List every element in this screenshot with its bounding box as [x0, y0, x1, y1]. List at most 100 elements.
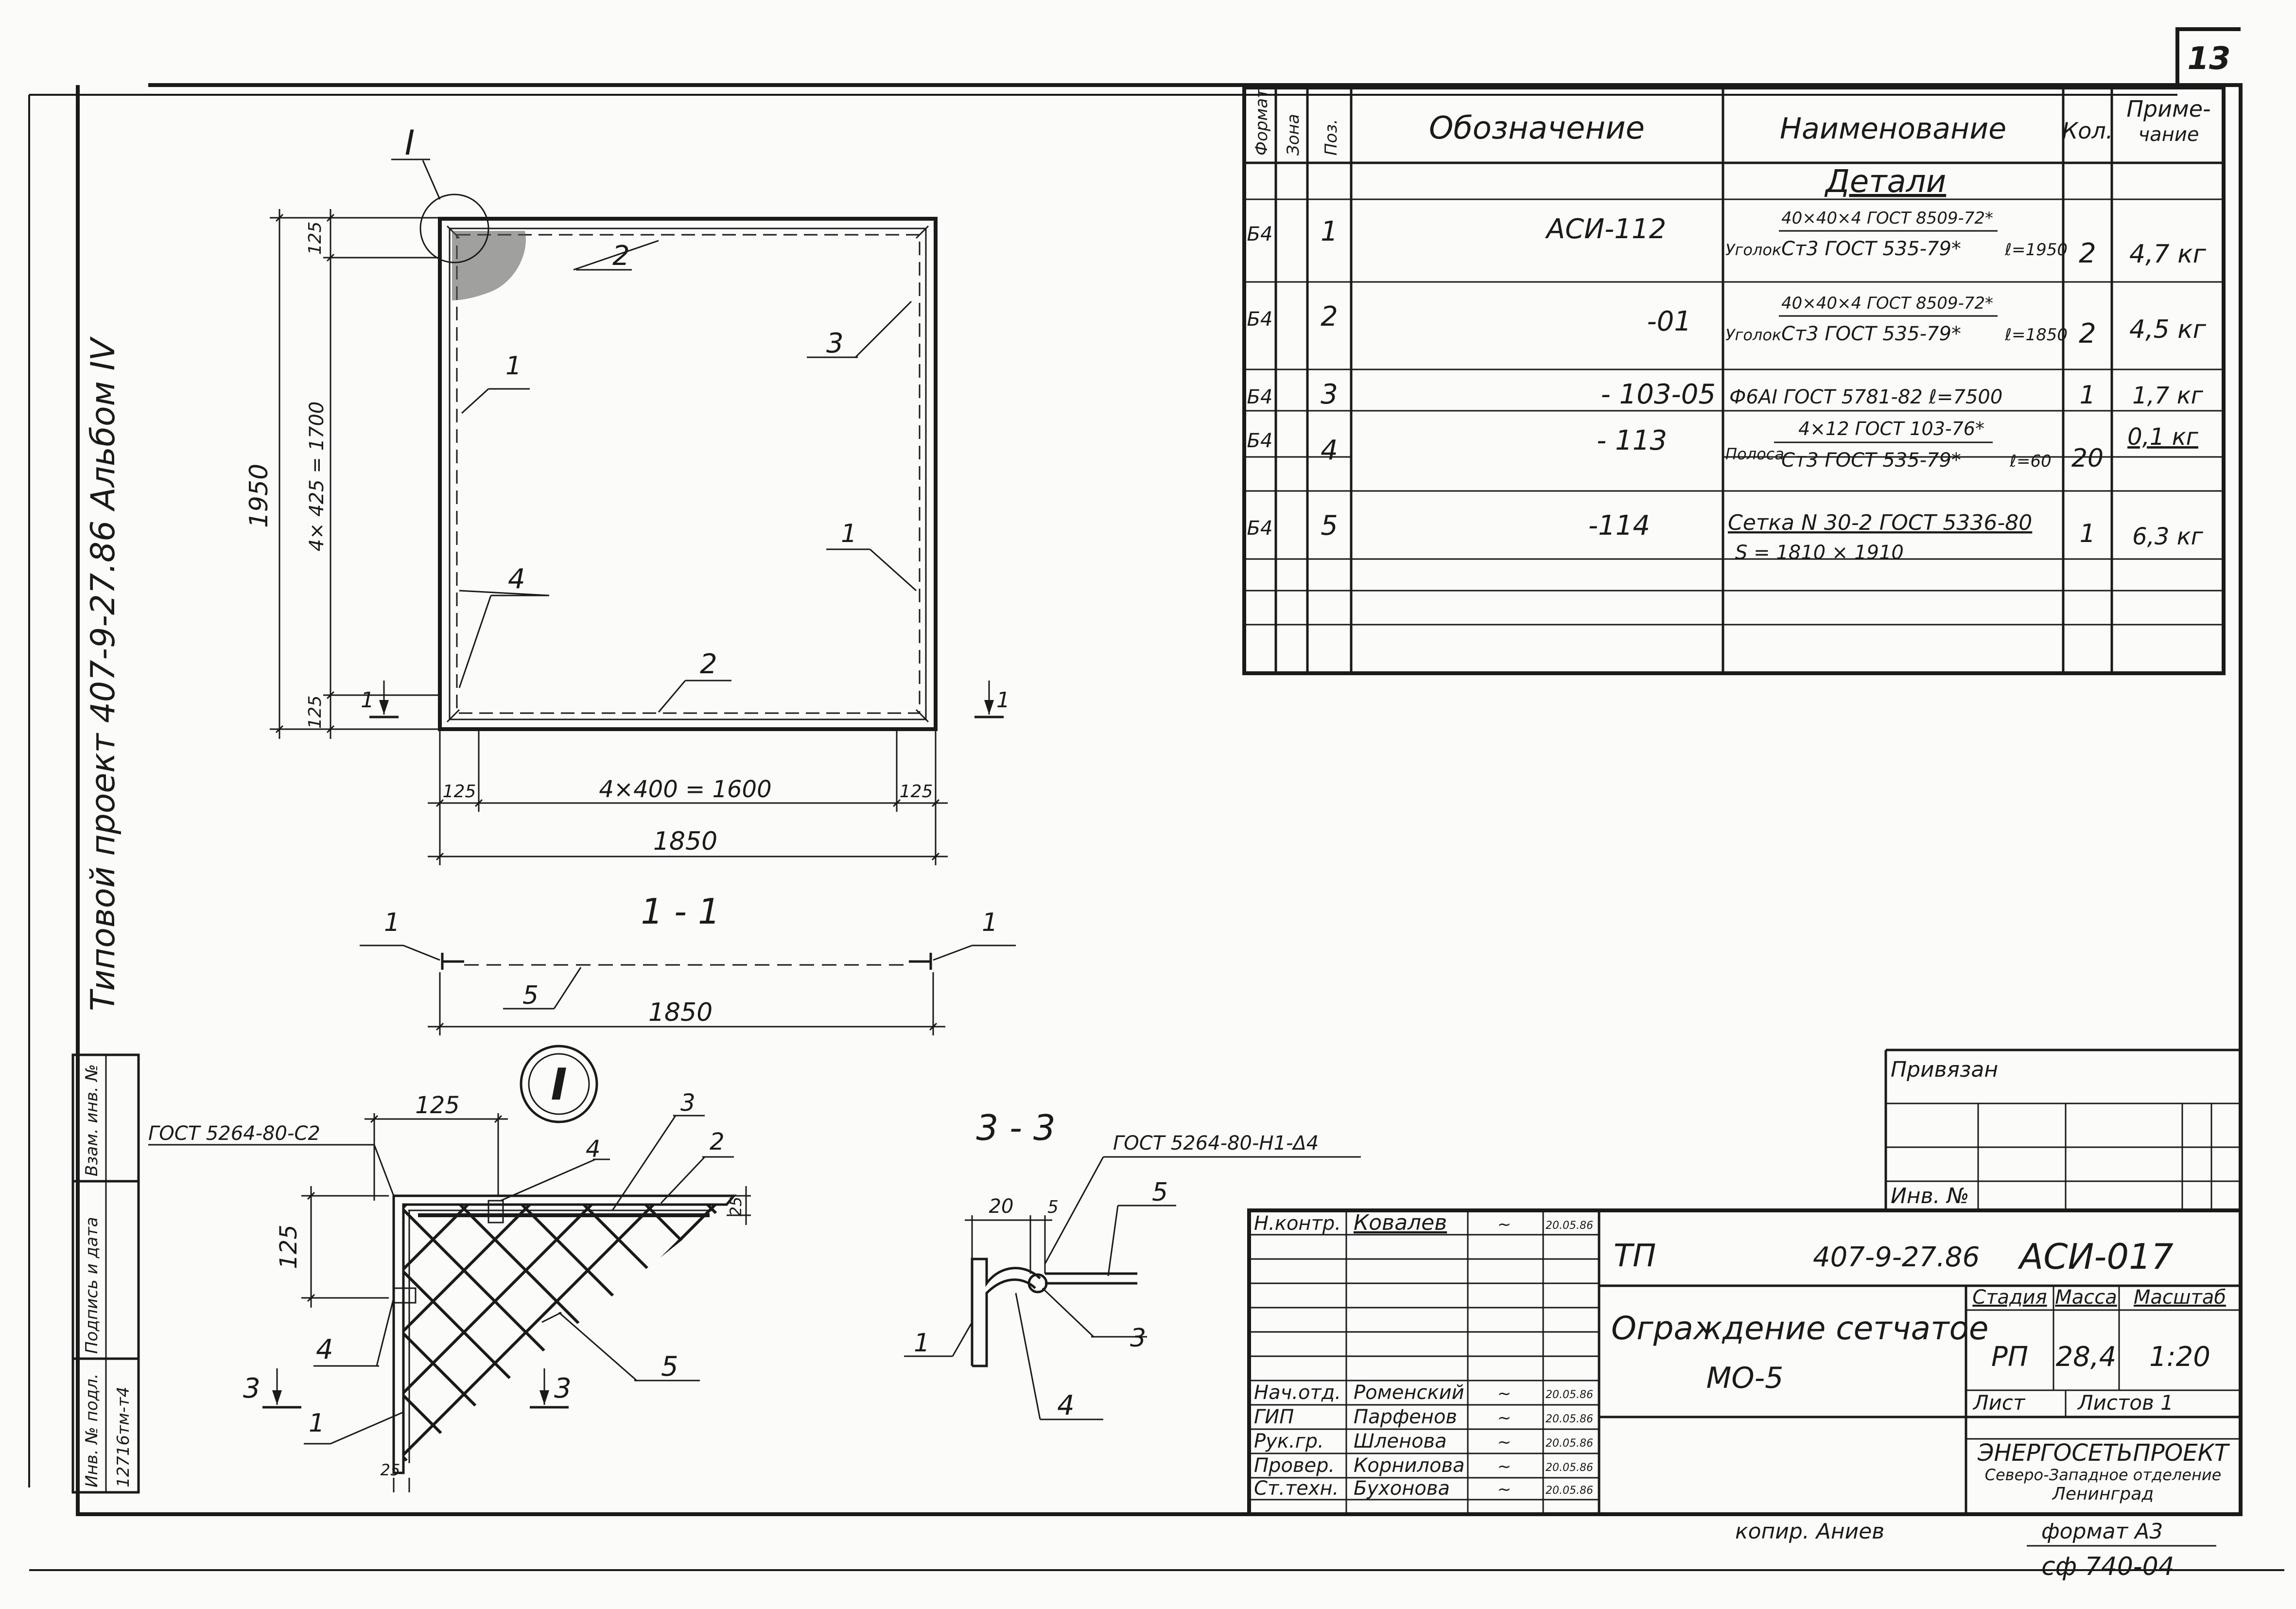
svg-text:1850: 1850 [648, 998, 713, 1027]
plan-view: I [391, 123, 938, 731]
sheet-number: 13 [2187, 41, 2230, 77]
svg-text:~: ~ [1497, 1480, 1512, 1499]
svg-text:4: 4 [316, 1334, 333, 1365]
svg-text:1: 1 [384, 908, 400, 937]
svg-text:4: 4 [1057, 1390, 1075, 1421]
svg-text:Взам. инв. №: Взам. инв. № [82, 1064, 102, 1176]
svg-text:- 103-05: - 103-05 [1601, 379, 1716, 410]
svg-text:Ковалев: Ковалев [1354, 1210, 1447, 1235]
svg-text:20.05.86: 20.05.86 [1546, 1413, 1593, 1425]
svg-text:Северо-Западное отделение: Северо-Западное отделение [1985, 1466, 2222, 1484]
drawing-subtitle: МО-5 [1706, 1361, 1784, 1395]
svg-text:1: 1 [914, 1329, 930, 1358]
header-qty: Кол. [2062, 118, 2113, 144]
signature-row: Нач.отд. Роменский ~ 20.05.86 [1254, 1382, 1593, 1404]
header-note-2: чание [2139, 123, 2199, 146]
drawing-title: Ограждение сетчатое [1611, 1310, 1989, 1347]
svg-text:ℓ=60: ℓ=60 [2009, 452, 2052, 471]
signature-row: Н.контр. Ковалев ~ 20.05.86 [1254, 1210, 1593, 1235]
svg-text:Провер.: Провер. [1254, 1454, 1335, 1477]
svg-text:4: 4 [1321, 435, 1338, 466]
svg-text:1: 1 [361, 688, 374, 713]
table-row: Б4 1 АСИ-112 Уголок 40×40×4 ГОСТ 8509-72… [1247, 209, 2207, 269]
svg-text:Ф6АI ГОСТ 5781-82 ℓ=7500: Ф6АI ГОСТ 5781-82 ℓ=7500 [1729, 386, 2002, 408]
signature-row: ГИП Парфенов ~ 20.05.86 [1254, 1406, 1593, 1428]
header-note-1: Приме- [2126, 96, 2210, 122]
organization: ЭНЕРГОСЕТЬПРОЕКТ [1977, 1439, 2230, 1467]
svg-text:Сетка N 30-2 ГОСТ 5336-80: Сетка N 30-2 ГОСТ 5336-80 [1728, 510, 2032, 535]
table-row: Б4 2 -01 Уголок 40×40×4 ГОСТ 8509-72* Ст… [1247, 294, 2207, 350]
svg-text:~: ~ [1497, 1433, 1512, 1452]
svg-text:20.05.86: 20.05.86 [1546, 1437, 1593, 1450]
svg-text:25: 25 [381, 1461, 400, 1479]
svg-text:4× 425 = 1700: 4× 425 = 1700 [306, 402, 328, 552]
header-designation: Обозначение [1429, 110, 1645, 146]
stage-value: РП [1991, 1341, 2028, 1373]
svg-text:~: ~ [1497, 1408, 1512, 1428]
copied-by: копир. Аниев [1735, 1519, 1884, 1544]
section-3-3-title: 3 - 3 [976, 1107, 1055, 1148]
svg-text:ℓ=1950: ℓ=1950 [2004, 240, 2068, 260]
svg-text:1950: 1950 [244, 464, 274, 528]
svg-text:Б4: Б4 [1247, 517, 1273, 540]
svg-text:1: 1 [2079, 519, 2095, 548]
svg-text:3: 3 [554, 1373, 572, 1404]
svg-text:3: 3 [680, 1089, 696, 1117]
svg-text:Б4: Б4 [1247, 223, 1273, 245]
svg-text:5: 5 [1321, 510, 1338, 542]
table-row: Б4 5 -114 Сетка N 30-2 ГОСТ 5336-80 S = … [1247, 510, 2204, 564]
svg-text:S = 1810 × 1910: S = 1810 × 1910 [1735, 542, 1904, 564]
svg-text:Рук.гр.: Рук.гр. [1254, 1430, 1324, 1452]
attached-label: Привязан [1891, 1057, 1998, 1082]
sheet-format: формат А3 [2041, 1519, 2163, 1544]
detail-I: I [392, 1045, 737, 1474]
svg-text:1: 1 [1321, 216, 1338, 247]
svg-text:Роменский: Роменский [1354, 1382, 1464, 1404]
svg-text:0,1 кг: 0,1 кг [2127, 423, 2199, 451]
table-row: Б4 4 - 113 Полоса 4×12 ГОСТ 103-76* Ст3 … [1247, 418, 2199, 473]
svg-text:- 113: - 113 [1597, 425, 1667, 456]
svg-text:АСИ-112: АСИ-112 [1545, 213, 1666, 245]
document-code: АСИ-017 [2018, 1236, 2174, 1277]
project-code: 407-9-27.86 [1813, 1242, 1980, 1273]
svg-text:Нач.отд.: Нач.отд. [1254, 1382, 1341, 1404]
svg-text:40×40×4 ГОСТ 8509-72*: 40×40×4 ГОСТ 8509-72* [1781, 209, 1993, 228]
svg-text:Ст3 ГОСТ 535-79*: Ст3 ГОСТ 535-79* [1781, 449, 1961, 472]
svg-text:20: 20 [989, 1195, 1014, 1218]
svg-text:3: 3 [243, 1373, 261, 1404]
svg-text:125: 125 [305, 222, 325, 255]
section-1-1: 1 - 1 1 1 5 1850 [360, 891, 1016, 1035]
svg-text:2: 2 [700, 648, 717, 680]
svg-text:Лист: Лист [1972, 1391, 2026, 1415]
svg-text:Н.контр.: Н.контр. [1254, 1212, 1341, 1235]
svg-text:-01: -01 [1647, 306, 1691, 337]
svg-text:4: 4 [586, 1136, 601, 1163]
plan-callouts: 2 3 1 1 4 2 [458, 240, 917, 713]
header-name: Наименование [1780, 112, 2006, 146]
svg-text:Бухонова: Бухонова [1354, 1477, 1450, 1500]
svg-text:ГИП: ГИП [1254, 1406, 1294, 1428]
svg-text:3: 3 [826, 328, 844, 359]
svg-text:Масштаб: Масштаб [2134, 1286, 2226, 1309]
svg-text:~: ~ [1497, 1384, 1512, 1403]
signature-row: Рук.гр. Шленова ~ 20.05.86 [1254, 1430, 1593, 1452]
detail-I-labels: ГОСТ 5264-80-С2 125 125 25 25 4 3 2 4 [148, 1089, 751, 1492]
svg-text:125: 125 [415, 1092, 460, 1119]
header-format: Формат [1252, 88, 1271, 156]
svg-text:Стадия: Стадия [1972, 1286, 2047, 1309]
svg-text:ГОСТ 5264-80-С2: ГОСТ 5264-80-С2 [148, 1122, 320, 1145]
inv-label: Инв. № [1891, 1184, 1969, 1208]
svg-text:ℓ=1850: ℓ=1850 [2004, 325, 2068, 345]
section-3-3: 3 - 3 ГОСТ 5264-80-Н1-Δ4 20 5 5 1 3 4 [904, 1107, 1361, 1421]
svg-text:1850: 1850 [653, 827, 717, 856]
svg-text:~: ~ [1497, 1215, 1512, 1234]
svg-text:125: 125 [900, 782, 933, 802]
svg-text:2: 2 [2079, 318, 2096, 350]
title-block [1247, 1208, 2241, 1514]
svg-text:20.05.86: 20.05.86 [1546, 1389, 1593, 1401]
svg-text:4,5 кг: 4,5 кг [2129, 315, 2207, 344]
svg-text:1: 1 [841, 519, 857, 548]
svg-text:20.05.86: 20.05.86 [1546, 1220, 1593, 1232]
